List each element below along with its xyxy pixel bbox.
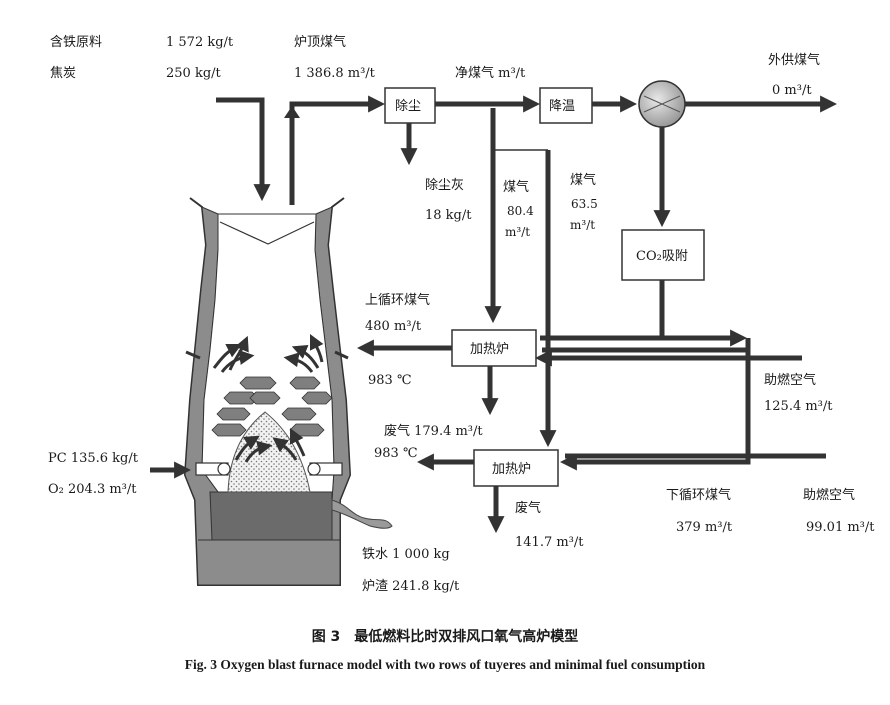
value-gas-branch-b: 63.5 bbox=[571, 197, 598, 211]
dedust-box bbox=[384, 87, 436, 124]
heater-upper-box bbox=[451, 329, 537, 367]
label-o2: O₂ 204.3 m³/t bbox=[48, 482, 137, 497]
figure-caption-cn: 图 3 最低燃料比时双排风口氧气高炉模型 bbox=[311, 629, 579, 645]
heater-lower-box bbox=[473, 449, 559, 487]
label-export-gas: 外供煤气 bbox=[768, 52, 820, 68]
value-top-gas: 1 386.8 m³/t bbox=[294, 66, 376, 81]
label-waste-gas-lower: 废气 bbox=[515, 500, 541, 516]
label-pc: PC 135.6 kg/t bbox=[48, 451, 139, 466]
label-combustion-air-lower: 助燃空气 bbox=[803, 487, 855, 503]
cooling-box bbox=[539, 87, 593, 124]
blast-furnace bbox=[183, 197, 393, 586]
cohesive-zone bbox=[211, 376, 333, 437]
label-top-gas: 炉顶煤气 bbox=[294, 34, 346, 50]
value-combustion-air-lower: 99.01 m³/t bbox=[806, 520, 875, 535]
figure-caption-en: Fig. 3 Oxygen blast furnace model with t… bbox=[184, 657, 706, 672]
value-coke: 250 kg/t bbox=[166, 66, 222, 81]
label-clean-gas: 净煤气 m³/t bbox=[455, 65, 526, 81]
label-co2-adsorb: CO₂吸附 bbox=[636, 249, 688, 264]
label-heater-lower: 加热炉 bbox=[492, 462, 531, 477]
label-dust-ash: 除尘灰 bbox=[425, 178, 464, 193]
label-coke: 焦炭 bbox=[50, 66, 76, 81]
label-lower-recycle: 下循环煤气 bbox=[666, 487, 731, 503]
charge-arrow bbox=[216, 97, 271, 202]
lower-gas-swirl bbox=[234, 427, 306, 463]
label-waste-gas-upper: 废气 179.4 m³/t bbox=[384, 423, 483, 439]
label-upper-recycle: 上循环煤气 bbox=[365, 292, 430, 308]
value-temp-upper: 983 ℃ bbox=[368, 373, 412, 388]
label-iron-ore: 含铁原料 bbox=[50, 34, 102, 50]
value-dust-ash: 18 kg/t bbox=[425, 208, 472, 223]
value-temp-lower: 983 ℃ bbox=[374, 446, 418, 461]
value-gas-branch-a: 80.4 bbox=[507, 204, 534, 218]
unit-gas-branch-b: m³/t bbox=[570, 218, 595, 232]
co2-adsorb-box bbox=[621, 229, 705, 281]
value-export-gas: 0 m³/t bbox=[772, 83, 812, 98]
label-gas-branch-a: 煤气 bbox=[503, 179, 529, 195]
label-combustion-air-upper: 助燃空气 bbox=[764, 372, 816, 388]
value-waste-gas-lower: 141.7 m³/t bbox=[515, 535, 584, 550]
value-upper-recycle: 480 m³/t bbox=[365, 319, 422, 334]
label-hot-metal: 铁水 1 000 kg bbox=[362, 547, 450, 562]
label-gas-branch-b: 煤气 bbox=[570, 172, 596, 188]
label-dedust: 除尘 bbox=[395, 99, 421, 114]
label-cooling: 降温 bbox=[549, 99, 575, 114]
upper-gas-swirl bbox=[185, 333, 349, 373]
value-combustion-air-upper: 125.4 m³/t bbox=[764, 399, 833, 414]
value-lower-recycle: 379 m³/t bbox=[676, 520, 733, 535]
unit-gas-branch-a: m³/t bbox=[505, 225, 530, 239]
value-iron-ore: 1 572 kg/t bbox=[166, 35, 234, 50]
label-heater-upper: 加热炉 bbox=[470, 342, 509, 357]
label-slag: 炉渣 241.8 kg/t bbox=[362, 579, 460, 594]
